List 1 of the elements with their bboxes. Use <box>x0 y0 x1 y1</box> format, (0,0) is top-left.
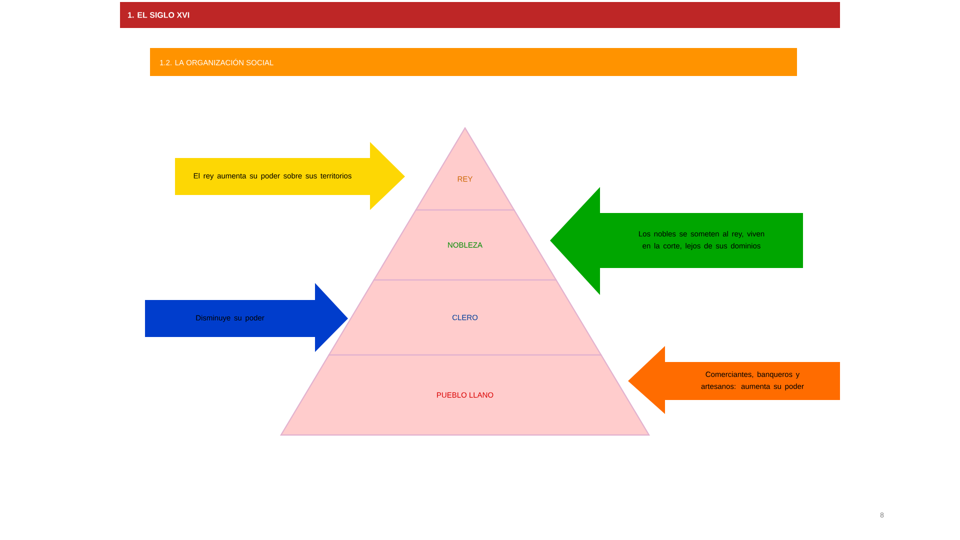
title-bar: 1. EL SIGLO XVI <box>120 2 840 28</box>
